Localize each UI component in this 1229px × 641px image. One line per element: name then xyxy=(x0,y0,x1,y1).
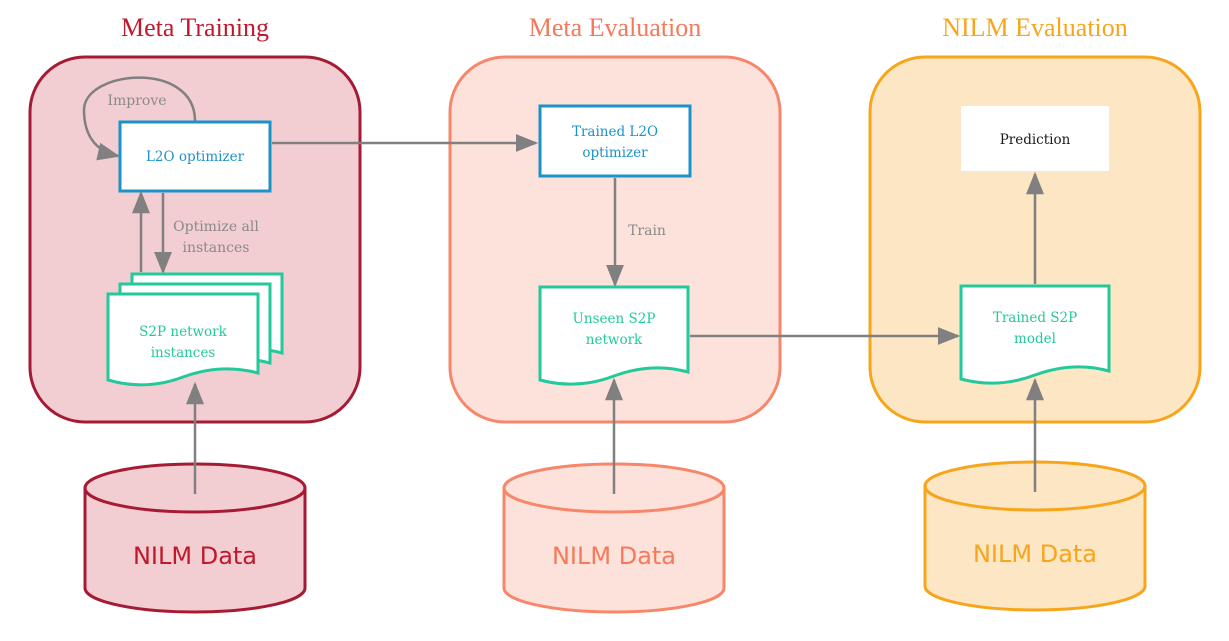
trained-l2o-label-line1: Trained L2O xyxy=(572,124,658,140)
l2o-optimizer-label: L2O optimizer xyxy=(146,149,245,165)
prediction-label: Prediction xyxy=(1000,132,1071,148)
unseen-s2p-label-line2: network xyxy=(586,332,643,348)
s2p-instances-label-line2: instances xyxy=(151,345,216,361)
optimize-all-label-line1: Optimize all xyxy=(173,219,259,235)
trained-s2p-doc xyxy=(959,284,1111,385)
trained-s2p-label-line1: Trained S2P xyxy=(993,310,1077,326)
unseen-s2p-label-line1: Unseen S2P xyxy=(573,311,656,327)
s2p-instance-doc-front xyxy=(106,292,260,387)
nilm-data-cylinder xyxy=(923,460,1147,612)
train-label: Train xyxy=(628,223,666,239)
prediction-box xyxy=(961,106,1109,171)
improve-label: Improve xyxy=(107,93,166,109)
trained-l2o-box xyxy=(538,104,692,178)
l2o-optimizer-box xyxy=(118,120,272,193)
unseen-s2p-doc xyxy=(538,285,690,386)
trained-l2o-label-line2: optimizer xyxy=(582,145,648,161)
trained-s2p-label-line2: model xyxy=(1014,331,1056,347)
training-data-label: NILM Data xyxy=(133,542,257,570)
evaluation-data-label: NILM Data xyxy=(552,542,676,570)
meta-training-title: Meta Training xyxy=(121,13,269,42)
improve-loop-arrow xyxy=(82,76,197,161)
s2p-instances-label-line1: S2P network xyxy=(139,324,227,340)
nilm-data-label: NILM Data xyxy=(973,540,1097,568)
nilm-evaluation-title: NILM Evaluation xyxy=(942,13,1128,42)
optimize-all-label-line2: instances xyxy=(183,240,250,256)
meta-evaluation-title: Meta Evaluation xyxy=(529,13,702,42)
